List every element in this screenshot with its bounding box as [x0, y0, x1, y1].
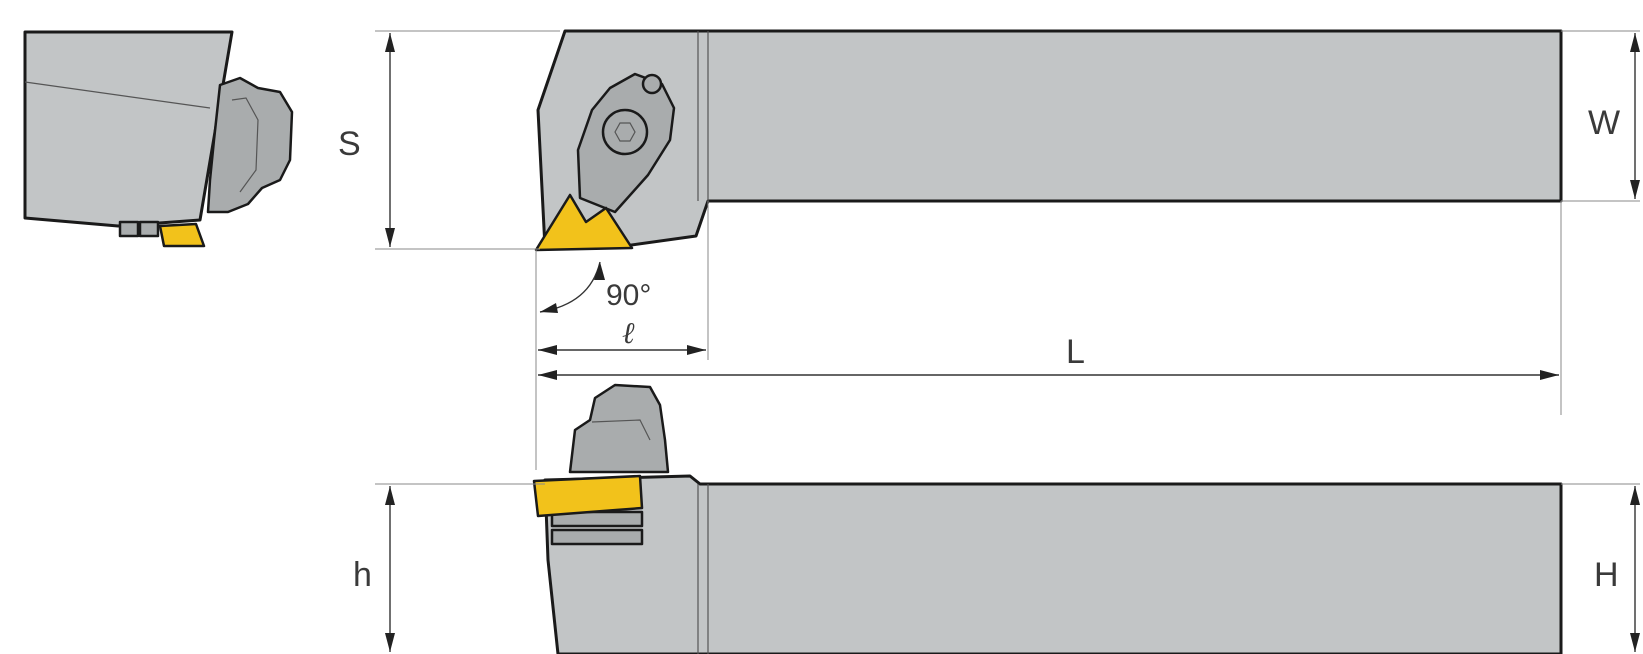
dimension-h: h [353, 486, 395, 652]
top-view-shank [536, 29, 1563, 250]
dimension-H-label: H [1594, 556, 1619, 594]
top-view-screw-head [601, 108, 649, 156]
dimension-angle: 90° [539, 261, 651, 313]
dimension-L-label: L [1066, 333, 1085, 371]
side-view-shank [543, 474, 1563, 654]
extension-lines [375, 30, 1640, 485]
dimension-H: H [1594, 486, 1640, 652]
end-view [23, 30, 294, 248]
top-view-clamp-pin [641, 73, 663, 95]
side-view-clamp-detail [591, 419, 651, 441]
side-view-shim-2 [550, 528, 644, 546]
side-view [532, 383, 1563, 654]
top-view-screw-hex-icon [614, 122, 636, 142]
top-view [534, 29, 1563, 252]
dimension-W: W [1588, 33, 1640, 199]
dimension-S: S [338, 33, 395, 247]
side-view-clamp [568, 383, 670, 474]
dimension-L: L [538, 333, 1559, 380]
end-view-shim-2 [138, 220, 160, 238]
end-view-insert [158, 222, 206, 248]
end-view-clamp-detail [231, 97, 259, 193]
dimension-l-label: ℓ [622, 317, 635, 350]
end-view-body [23, 30, 234, 228]
dimension-h-label: h [353, 556, 372, 594]
dimension-angle-label: 90° [606, 279, 651, 312]
side-view-insert [532, 474, 644, 518]
dimension-l: ℓ [538, 317, 706, 355]
dimension-W-label: W [1588, 104, 1620, 142]
end-view-clamp [206, 76, 294, 214]
dimension-S-label: S [338, 125, 361, 163]
end-view-shim-1 [118, 220, 140, 238]
top-view-insert [534, 193, 634, 252]
end-view-bevel-line [24, 81, 211, 109]
